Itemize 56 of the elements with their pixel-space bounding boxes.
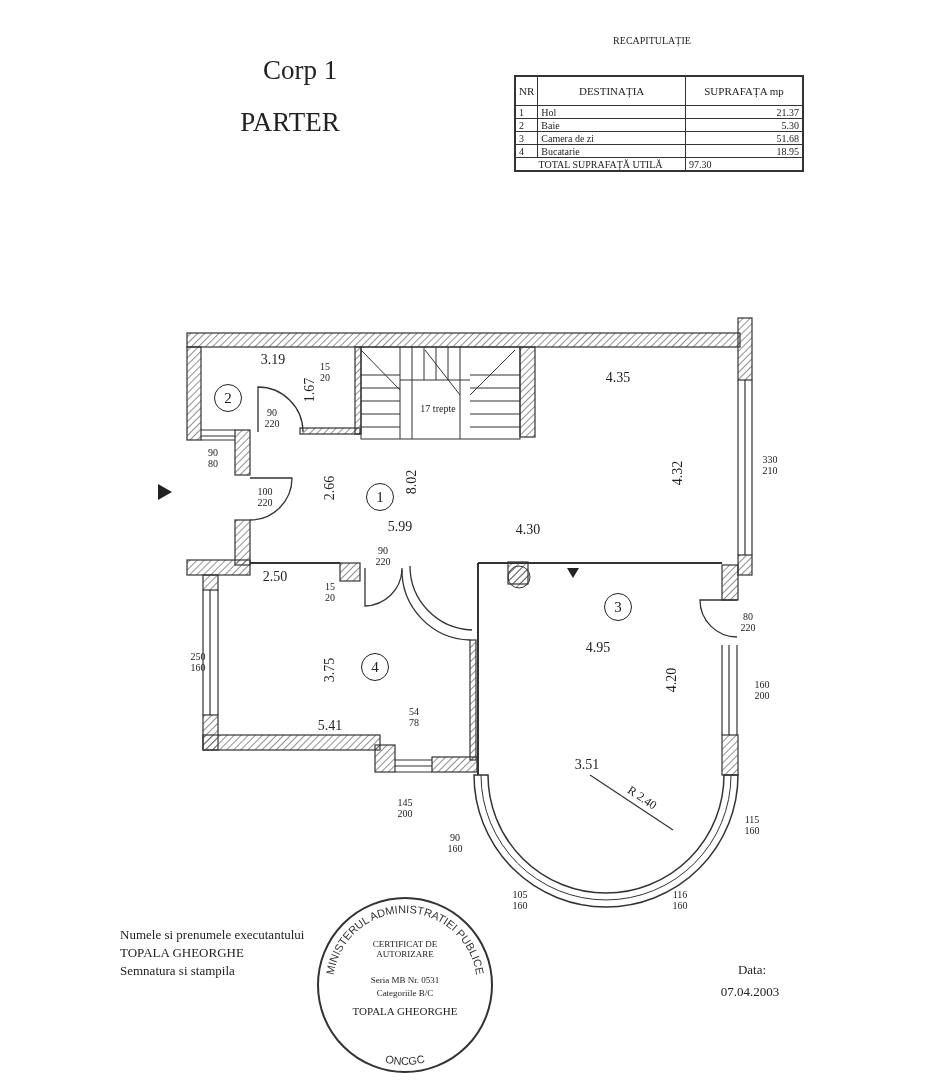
column-header: NR xyxy=(515,76,538,106)
stamp-text: Seria MB Nr. 0531 xyxy=(370,975,440,985)
opening-size-label: 145 200 xyxy=(397,797,413,819)
room-name: Bucatarie xyxy=(537,144,686,158)
opening-size-label: 90 160 xyxy=(447,832,463,854)
opening-size-label: 330 210 xyxy=(762,454,778,476)
opening-size-label: 105 160 xyxy=(512,889,528,911)
dimension-label: 4.35 xyxy=(605,370,631,386)
dimension-label: 1.67 xyxy=(302,377,318,403)
dimension-label: 4.20 xyxy=(664,667,680,693)
opening-size-label: 100 220 xyxy=(257,486,273,508)
opening-size-label: 250 160 xyxy=(190,651,206,673)
stamp-text: CERTIFICAT DE AUTORIZARE xyxy=(372,939,439,959)
stamp-ring-text: ONCGC xyxy=(384,1052,426,1067)
dimension-label: 5.99 xyxy=(387,519,413,535)
column-header: DESTINAȚIA xyxy=(537,76,686,106)
dimension-label: 5.41 xyxy=(317,718,343,734)
opening-size-label: 116 160 xyxy=(672,889,688,911)
date-value: 07.04.2003 xyxy=(720,984,780,1000)
opening-size-label: 90 80 xyxy=(208,447,218,469)
radius-label: R 2.40 xyxy=(624,782,660,814)
opening-size-label: 90 220 xyxy=(264,407,280,429)
room-number: 4 xyxy=(515,144,538,158)
dimension-label: 2.66 xyxy=(322,475,338,501)
opening-size-label: 15 20 xyxy=(320,361,330,383)
floor-title: PARTER xyxy=(240,106,340,138)
dimension-label: 3.51 xyxy=(574,757,600,773)
room-name: Hol xyxy=(537,105,686,119)
dimension-label: 8.02 xyxy=(404,469,420,495)
executant-name: TOPALA GHEORGHE xyxy=(120,945,244,961)
stamp-text: Categoriile B/C xyxy=(376,988,434,998)
dimension-label: 4.30 xyxy=(515,522,541,538)
signature-label: Semnatura si stampila xyxy=(120,963,235,979)
building-title: Corp 1 xyxy=(262,54,338,86)
room-number: 1 xyxy=(515,105,538,119)
dimension-label: 3.19 xyxy=(260,352,286,368)
opening-size-label: 160 200 xyxy=(754,679,770,701)
opening-size-label: 90 220 xyxy=(375,545,391,567)
table-title: RECAPITULAȚIE xyxy=(613,34,691,46)
stamp-seal xyxy=(317,897,493,1073)
opening-size-label: 15 20 xyxy=(325,581,335,603)
executant-label: Numele si prenumele executantului xyxy=(120,927,305,943)
dimension-label: 4.32 xyxy=(670,460,686,486)
dimension-label: 2.50 xyxy=(262,569,288,585)
stair-note: 17 trepte xyxy=(420,402,456,414)
dimension-label: 3.75 xyxy=(322,657,338,683)
opening-size-label: 80 220 xyxy=(740,611,756,633)
room-name: Camera de zi xyxy=(537,131,686,145)
opening-size-label: 54 78 xyxy=(409,706,419,728)
room-number: 3 xyxy=(515,131,538,145)
dimension-label: 4.95 xyxy=(585,640,611,656)
stamp-text: TOPALA GHEORGHE xyxy=(352,1005,458,1017)
date-label: Data: xyxy=(737,962,767,978)
room-name: Baie xyxy=(537,118,686,132)
room-number: 2 xyxy=(515,118,538,132)
opening-size-label: 115 160 xyxy=(744,814,760,836)
